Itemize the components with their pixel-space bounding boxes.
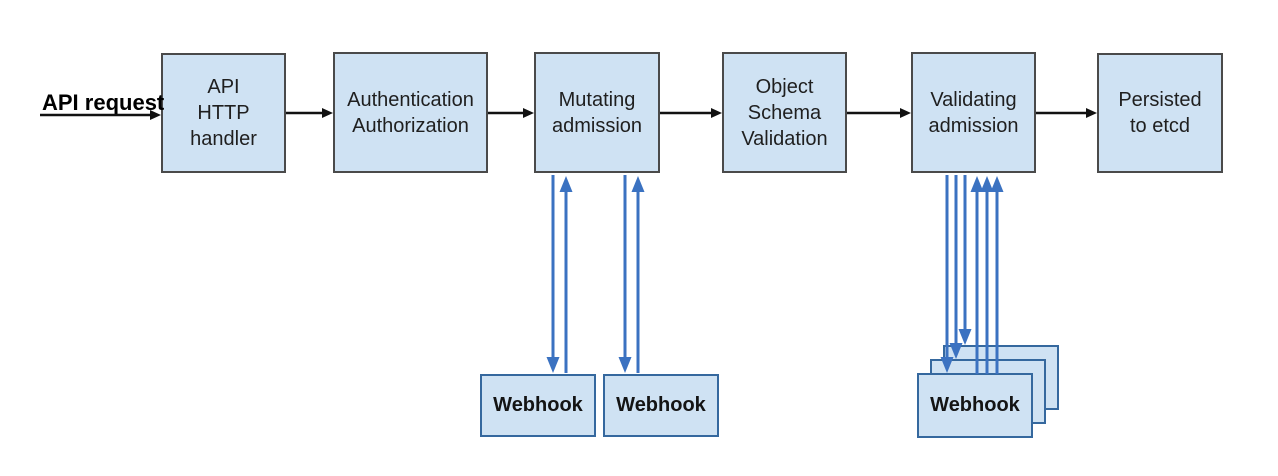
flow-box-label: Object Schema Validation (741, 75, 828, 150)
api-request-label: API request (42, 90, 165, 115)
flow-box-mutating-admission: Mutating admission (534, 52, 660, 173)
webhook-label: Webhook (493, 394, 583, 416)
flow-box-label: Authentication Authorization (347, 88, 474, 137)
webhook-label: Webhook (616, 394, 706, 416)
flow-box-label: Mutating admission (551, 88, 643, 137)
mutating-webhook-box-1: Webhook (480, 374, 596, 437)
flow-box-api-http-handler: API HTTP handler (161, 53, 286, 173)
webhook-label: Webhook (930, 394, 1020, 416)
flow-box-object-schema-validation: Object Schema Validation (722, 52, 847, 173)
validating-webhook-box-front: Webhook (917, 373, 1033, 438)
flow-box-authentication-authorization: Authentication Authorization (333, 52, 488, 173)
flow-box-label: Persisted to etcd (1118, 89, 1202, 137)
flow-box-label: Validating admission (928, 88, 1019, 137)
flow-box-validating-admission: Validating admission (911, 52, 1036, 173)
mutating-webhook-box-2: Webhook (603, 374, 719, 437)
flow-box-persisted-to-etcd: Persisted to etcd (1097, 53, 1223, 173)
flow-box-label: API HTTP handler (190, 76, 257, 150)
